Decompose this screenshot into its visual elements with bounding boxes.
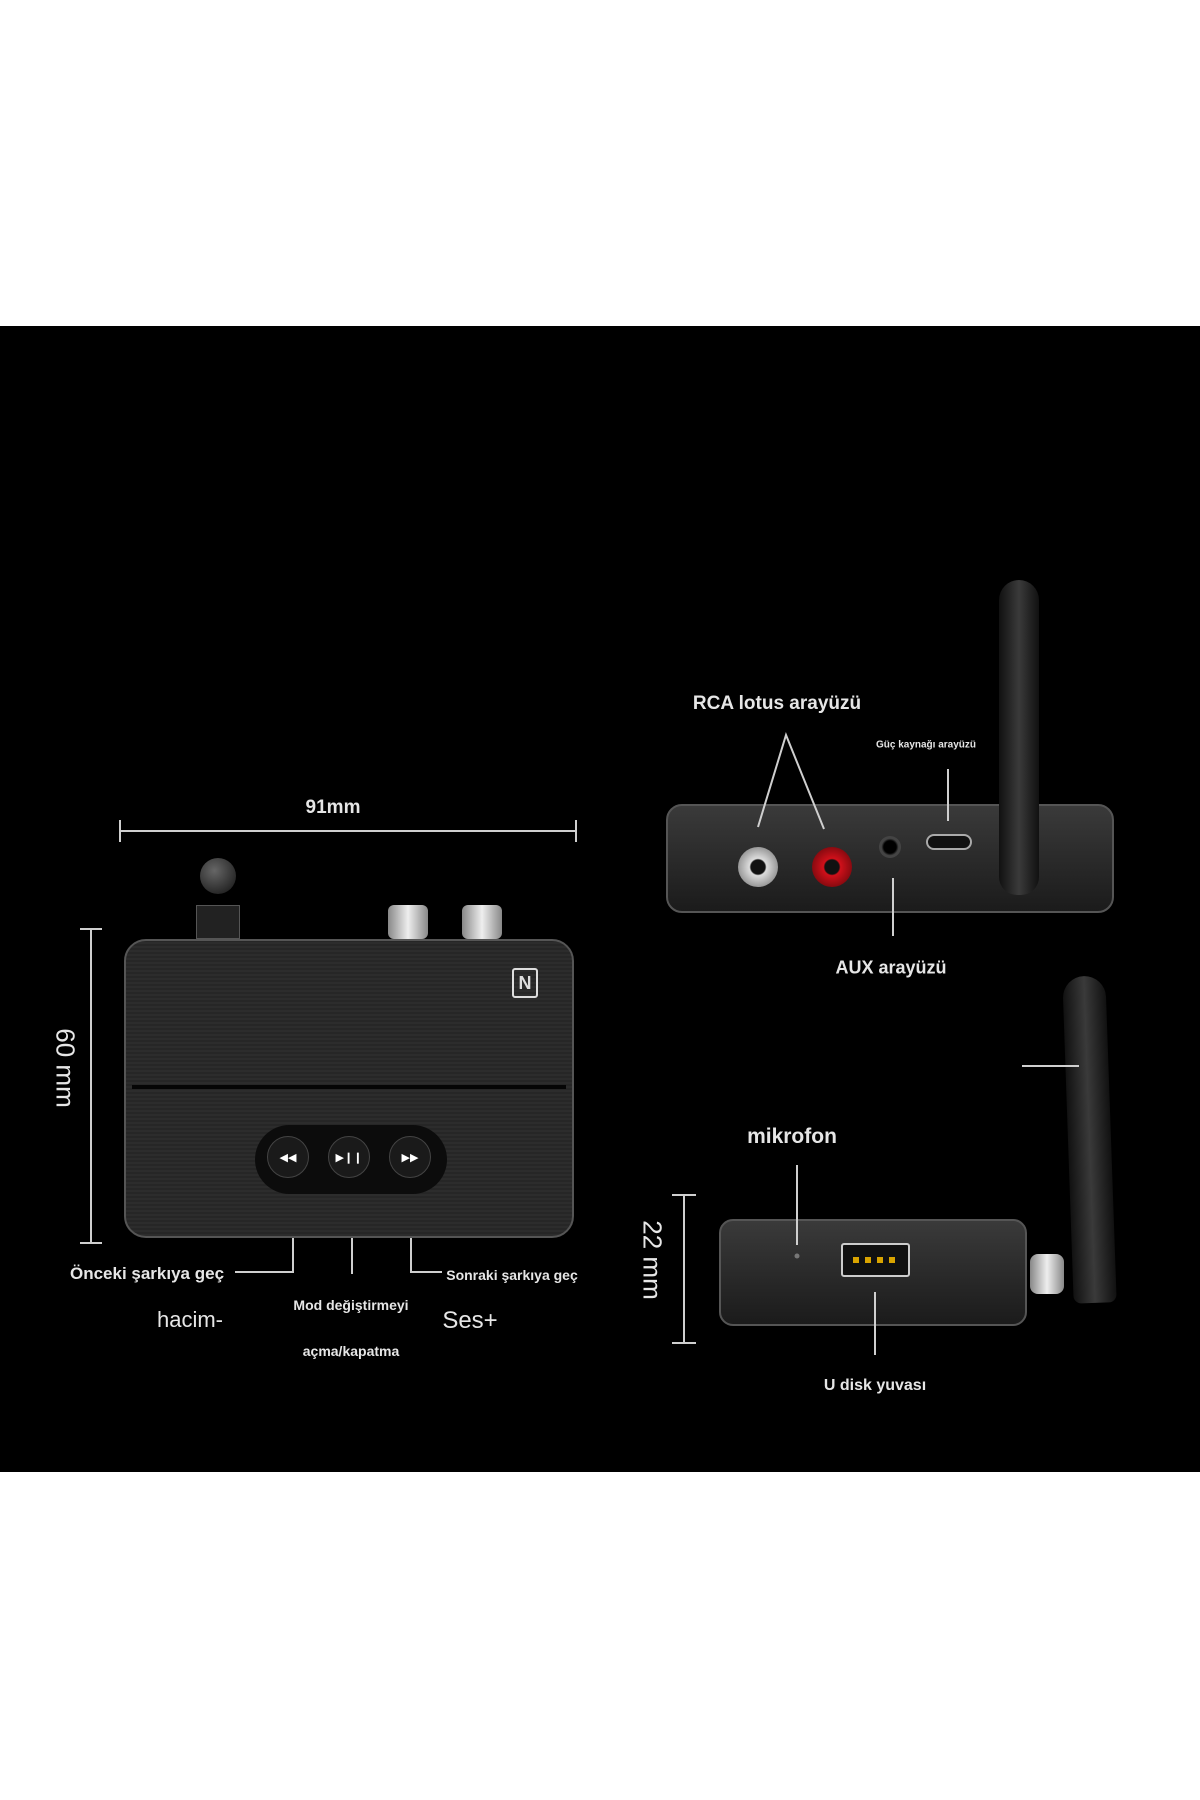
divider [132, 1085, 566, 1089]
depth-dimension-line [683, 1194, 685, 1343]
label-power: Güç kaynağı arayüzü [875, 739, 977, 751]
nfc-icon: N [512, 968, 538, 998]
label-rca: RCA lotus arayüzü [692, 693, 862, 714]
label-aux: AUX arayüzü [835, 957, 947, 978]
label-volume-up: Ses+ [442, 1307, 498, 1334]
antenna-knob [200, 858, 236, 894]
antenna-rear-front [999, 800, 1039, 895]
callout-mode-v [351, 1238, 353, 1274]
callout-prev-h [235, 1271, 294, 1273]
label-mode-1: Mod değiştirmeyi [293, 1297, 409, 1313]
fast-forward-icon: ▶▶ [401, 1151, 419, 1164]
rca-side-jack [1030, 1254, 1064, 1294]
rca-jack-top-left [388, 905, 428, 939]
rewind-icon: ◀◀ [279, 1151, 297, 1164]
rca-callout-lines [757, 732, 825, 830]
antenna-base [196, 905, 240, 939]
width-label: 91mm [305, 797, 361, 818]
width-dimension-line [119, 830, 576, 832]
width-tick-right [575, 820, 577, 842]
label-mode-2: açma/kapatma [302, 1343, 400, 1359]
rca-white-jack [738, 847, 778, 887]
height-tick-top [80, 928, 102, 930]
depth-tick-top [672, 1194, 696, 1196]
next-button[interactable]: ▶▶ [389, 1136, 431, 1178]
usb-c-port [926, 834, 972, 850]
callout-aux [892, 878, 894, 936]
width-tick-left [119, 820, 121, 842]
rca-red-jack [812, 847, 852, 887]
callout-usb [874, 1292, 876, 1355]
label-volume-down: hacim- [156, 1307, 224, 1332]
depth-label: 22 mm [637, 1220, 668, 1300]
microphone-hole [794, 1253, 800, 1259]
height-tick-bottom [80, 1242, 102, 1244]
previous-button[interactable]: ◀◀ [267, 1136, 309, 1178]
label-mic: mikrofon [747, 1125, 837, 1148]
label-previous: Önceki şarkıya geç [69, 1264, 225, 1283]
callout-mic [796, 1165, 798, 1245]
label-next: Sonraki şarkıya geç [446, 1267, 578, 1283]
callout-next-v [410, 1238, 412, 1272]
height-dimension-line [90, 928, 92, 1243]
callout-prev-v [292, 1238, 294, 1272]
antenna-callout [1022, 1065, 1079, 1067]
label-usb: U disk yuvası [823, 1377, 927, 1394]
callout-power [947, 769, 949, 821]
rca-jack-top-right [462, 905, 502, 939]
aux-port [879, 836, 901, 858]
callout-next-h [410, 1271, 442, 1273]
play-pause-icon: ▶❙❙ [335, 1151, 363, 1164]
usb-a-port [841, 1243, 910, 1277]
height-label: 60 mm [50, 1028, 81, 1108]
depth-tick-bottom [672, 1342, 696, 1344]
play-pause-button[interactable]: ▶❙❙ [328, 1136, 370, 1178]
